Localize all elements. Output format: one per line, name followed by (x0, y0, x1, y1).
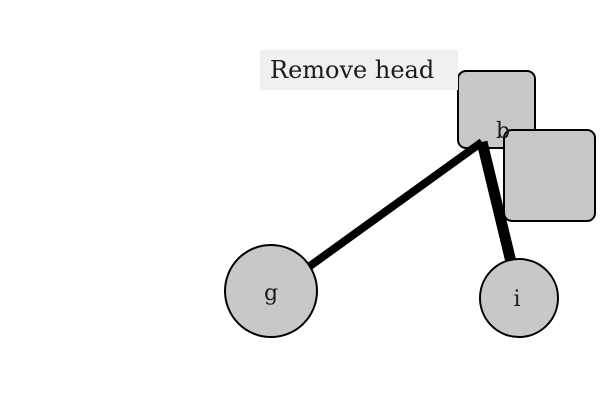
edge-b-g[interactable] (307, 138, 485, 270)
node-g[interactable]: g (224, 244, 318, 338)
node-i-shape[interactable] (479, 258, 559, 338)
node-box2-shape[interactable] (503, 129, 596, 222)
tooltip-background (260, 50, 458, 90)
tooltip-text: Remove head (270, 56, 434, 84)
edge-b-i[interactable] (476, 140, 517, 264)
node-i[interactable]: i (479, 258, 559, 338)
node-b-shape[interactable] (457, 70, 536, 149)
remove-head-tooltip: Remove head (260, 50, 458, 90)
node-g-shape[interactable] (224, 244, 318, 338)
node-b-label: b (496, 119, 510, 144)
node-b[interactable] (457, 70, 536, 149)
node-g-label: g (264, 281, 278, 306)
node-box2[interactable] (503, 129, 596, 222)
node-i-label: i (513, 287, 520, 312)
